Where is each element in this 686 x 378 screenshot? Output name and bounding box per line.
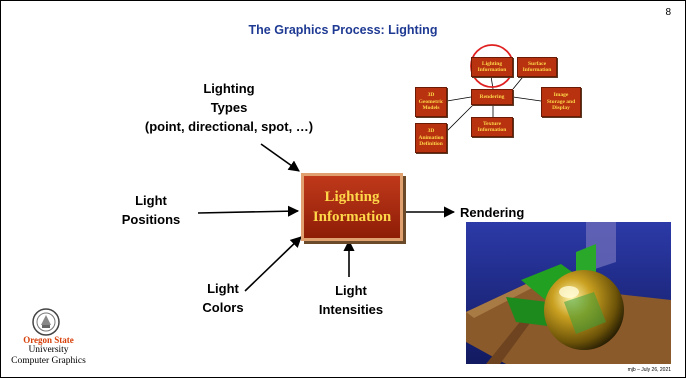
page-number: 8 [665, 7, 671, 18]
label-light-positions: Light Positions [121, 193, 181, 227]
university-line2: University [28, 345, 69, 355]
arrow-positions-to-box [197, 205, 300, 217]
slide-title: The Graphics Process: Lighting [248, 23, 438, 37]
rendered-scene-image [466, 222, 671, 364]
lighting-information-box: Lighting Information [301, 173, 403, 241]
label-light-colors: Light Colors [202, 281, 244, 315]
footer-date: mjb – July 26, 2021 [627, 367, 671, 373]
mini-diagram-connectors [446, 66, 542, 132]
mini-rendering: Rendering [471, 89, 513, 105]
label-rendering: Rendering [460, 205, 525, 220]
arrow-types-to-box [260, 143, 300, 172]
university-seal-icon [32, 308, 60, 336]
university-name: Oregon State [23, 335, 74, 345]
arrow-colors-to-box [244, 236, 302, 292]
label-light-intensities: Light Intensities [318, 283, 384, 317]
label-lighting-types: Lighting Types (point, directional, spot… [144, 81, 314, 134]
university-line3: Computer Graphics [11, 356, 86, 366]
